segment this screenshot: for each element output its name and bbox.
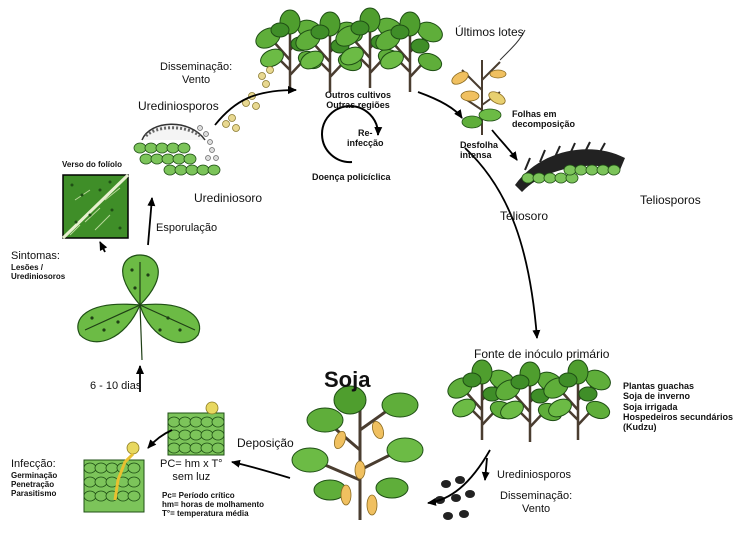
deposition-label: Deposição [237,436,294,450]
decomposing-leaves-label: Folhas em decomposição [512,109,576,130]
teliosporos-label: Teliosporos [640,193,701,207]
last-lots-label: Últimos lotes [455,25,524,39]
critical-period-formula: PC= hm x T° sem luz [160,458,223,483]
inoculum-source-plants-icon [442,358,615,444]
cycle-arrows [99,86,541,506]
infection-label: Infecção: Germinação Penetração Parasiti… [11,458,58,499]
deposition-tissue-icon [167,401,225,456]
urediniosporos-bottom-label: Urediniosporos [497,469,571,481]
airborne-spores-icon [222,66,274,132]
reinfection-label: Re- infecção [347,128,384,149]
other-crops-label: Outros cultivos Outras regiões [325,90,392,111]
teliosoro-label: Teliosoro [500,209,549,223]
urediniosporos-top-label: Urediniosporos [138,99,219,113]
inoculum-sources-list: Plantas guachas Soja de inverno Soja irr… [623,381,734,433]
urediniosoro-label: Urediniosoro [194,191,263,205]
urediniosoro-tissue-icon [133,123,221,176]
soja-plant-icon [291,385,424,520]
top-plant-cluster-icon [250,6,447,94]
symptoms-label: Sintomas: Lesões / Urediniosoros [11,250,66,281]
dissemination-top-label: Disseminação: Vento [160,61,233,86]
leaf-underside-texture-icon [61,173,130,240]
teliosoro-tissue-icon [515,141,625,192]
infection-tissue-icon [83,441,145,513]
incubation-days-label: 6 - 10 dias [90,380,142,392]
soja-title: Soja [324,367,371,392]
reinfection-cycle-arrow-icon [321,105,383,164]
primary-inoculum-label: Fonte de inóculo primário [474,347,610,361]
trifoliate-leaf-icon [77,254,201,361]
polycyclic-disease-label: Doença policíclica [312,172,391,182]
sporulation-label: Esporulação [156,222,218,234]
leaf-underside-label: Verso do folíolo [62,160,123,169]
dissemination-bottom-label: Disseminação: Vento [500,490,573,515]
dark-spores-icon [435,476,475,520]
defoliating-plant-icon [451,29,526,135]
formula-definitions: Pc= Período crítico hm= horas de molhame… [162,491,265,519]
intense-defoliation-label: Desfolha intensa [460,140,499,161]
